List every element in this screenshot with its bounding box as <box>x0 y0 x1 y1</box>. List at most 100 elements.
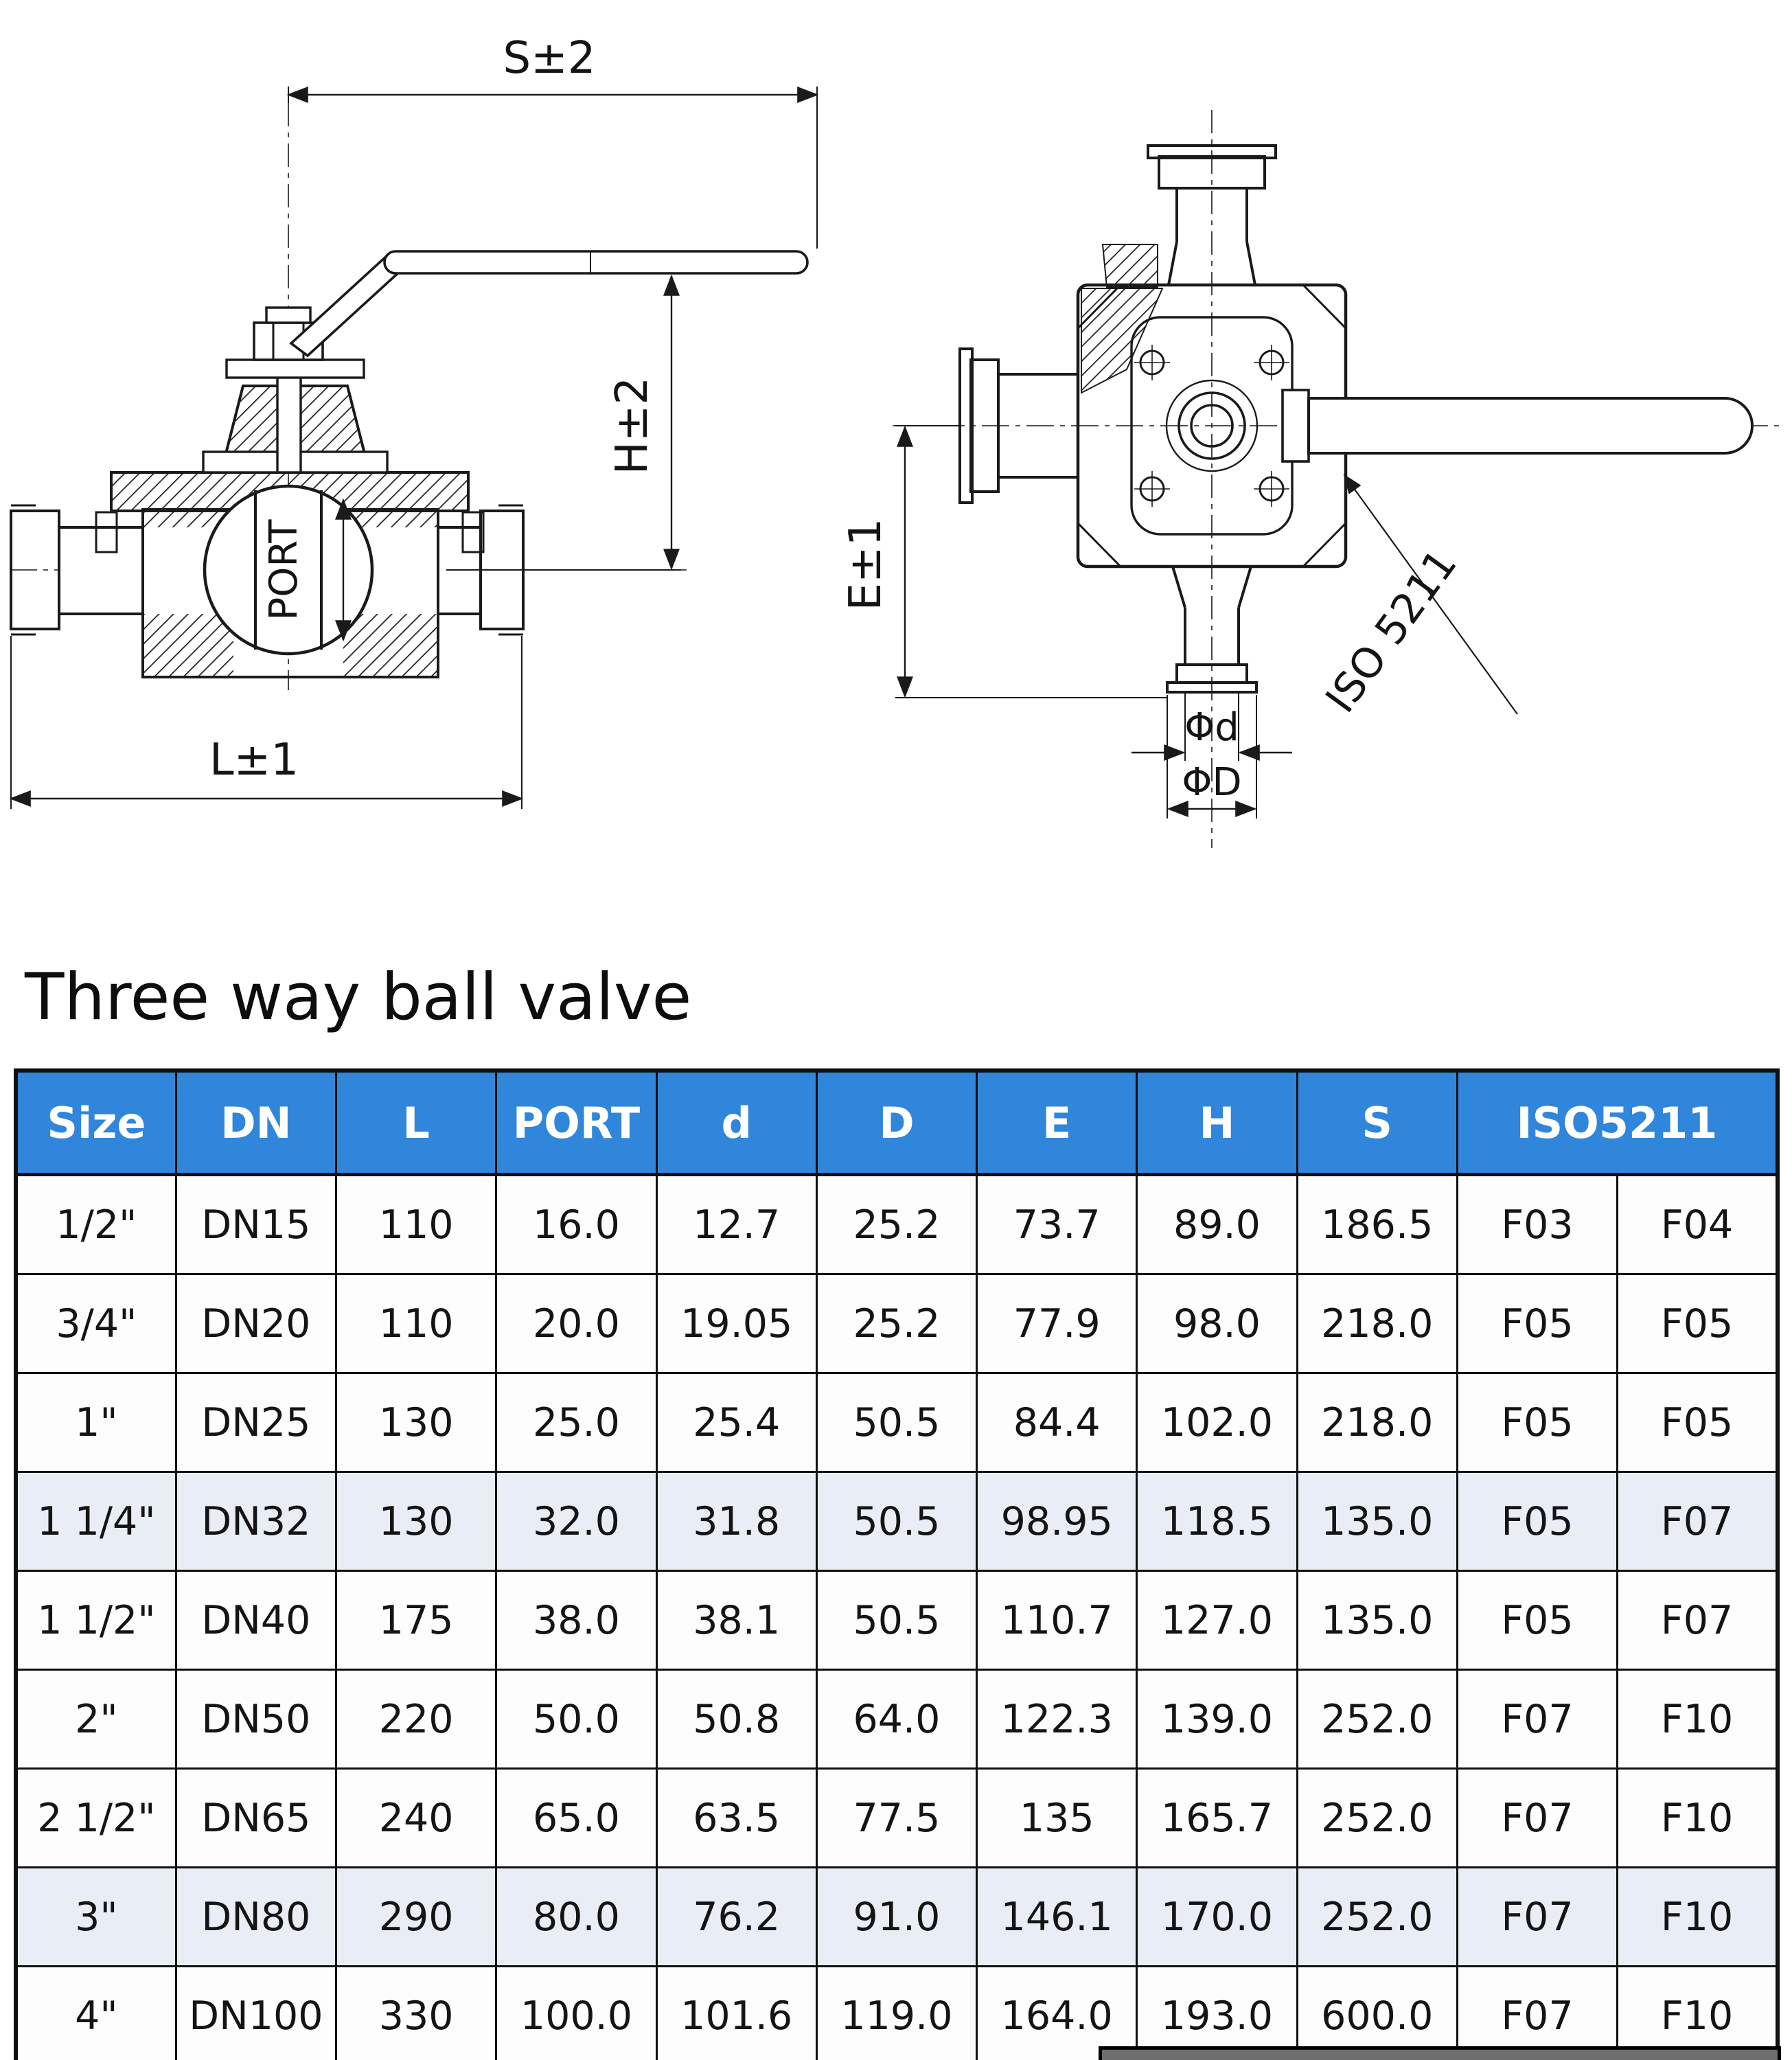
table-cell: DN100 <box>174 1965 338 2060</box>
table-cell: DN32 <box>174 1471 338 1572</box>
table-cell: 165.7 <box>1136 1767 1298 1868</box>
table-cell: 64.0 <box>815 1669 978 1770</box>
table-cell: F07 <box>1616 1570 1779 1671</box>
table-cell: 77.5 <box>815 1767 978 1868</box>
cropped-bottom-element <box>1099 2046 1781 2060</box>
side-section-view: PORT S±2 H±2 L <box>9 33 819 809</box>
table-cell: 218.0 <box>1296 1273 1458 1374</box>
table-cell: 252.0 <box>1296 1767 1458 1868</box>
table-cell: 110.7 <box>976 1570 1138 1671</box>
table-cell: 127.0 <box>1136 1570 1298 1671</box>
table-cell: F04 <box>1616 1174 1779 1275</box>
table-cell: 252.0 <box>1296 1866 1458 1967</box>
table-cell: 73.7 <box>976 1174 1138 1275</box>
table-cell: 25.2 <box>815 1174 978 1275</box>
s-dimension-label: S±2 <box>503 33 596 84</box>
table-cell: 122.3 <box>976 1669 1138 1770</box>
table-header-cell: D <box>815 1069 978 1176</box>
table-cell: 240 <box>335 1767 498 1868</box>
table-cell: 186.5 <box>1296 1174 1458 1275</box>
table-header-cell: Size <box>14 1069 177 1176</box>
table-cell: 50.5 <box>815 1372 978 1473</box>
table-cell: 110 <box>335 1273 498 1374</box>
table-cell: F05 <box>1616 1273 1779 1374</box>
table-cell: 110 <box>335 1174 498 1275</box>
table-cell: 16.0 <box>495 1174 658 1275</box>
table-cell: 50.5 <box>815 1570 978 1671</box>
table-cell: F07 <box>1456 1866 1619 1967</box>
table-cell: 290 <box>335 1866 498 1967</box>
table-cell: DN20 <box>174 1273 338 1374</box>
table-cell: 135.0 <box>1296 1471 1458 1572</box>
table-cell: 25.4 <box>655 1372 818 1473</box>
table-cell: 65.0 <box>495 1767 658 1868</box>
table-cell: 175 <box>335 1570 498 1671</box>
table-cell: 101.6 <box>655 1965 818 2060</box>
l-dimension-label: L±1 <box>209 735 299 786</box>
valve-technical-drawing: PORT S±2 H±2 L <box>9 33 1782 848</box>
table-cell: 32.0 <box>495 1471 658 1572</box>
table-cell: 164.0 <box>976 1965 1138 2060</box>
table-header-cell: d <box>655 1069 818 1176</box>
table-cell: DN40 <box>174 1570 338 1671</box>
table-cell: F07 <box>1456 1965 1619 2060</box>
table-cell: 50.5 <box>815 1471 978 1572</box>
table-cell: 146.1 <box>976 1866 1138 1967</box>
table-cell: DN80 <box>174 1866 338 1967</box>
table-cell: 19.05 <box>655 1273 818 1374</box>
table-header-cell: DN <box>174 1069 338 1176</box>
table-cell: 1 1/2" <box>14 1570 177 1671</box>
table-cell: 218.0 <box>1296 1372 1458 1473</box>
table-cell: 98.95 <box>976 1471 1138 1572</box>
table-cell: 31.8 <box>655 1471 818 1572</box>
h-dimension-label: H±2 <box>607 377 658 474</box>
table-cell: 2 1/2" <box>14 1767 177 1868</box>
table-cell: 80.0 <box>495 1866 658 1967</box>
table-cell: 130 <box>335 1372 498 1473</box>
table-cell: 89.0 <box>1136 1174 1298 1275</box>
table-header-cell: H <box>1136 1069 1298 1176</box>
table-cell: 118.5 <box>1136 1471 1298 1572</box>
table-cell: 50.0 <box>495 1669 658 1770</box>
iso5211-callout: ISO 5211 <box>1317 540 1467 721</box>
table-cell: DN50 <box>174 1669 338 1770</box>
table-cell: 3/4" <box>14 1273 177 1374</box>
table-header-cell: S <box>1296 1069 1458 1176</box>
table-cell: F07 <box>1456 1669 1619 1770</box>
table-cell: F10 <box>1616 1767 1779 1868</box>
table-cell: 135 <box>976 1767 1138 1868</box>
table-cell: F05 <box>1456 1372 1619 1473</box>
table-cell: 12.7 <box>655 1174 818 1275</box>
table-cell: F07 <box>1616 1471 1779 1572</box>
table-cell: 76.2 <box>655 1866 818 1967</box>
table-cell: 38.0 <box>495 1570 658 1671</box>
table-cell: 130 <box>335 1471 498 1572</box>
table-header-cell: ISO5211 <box>1456 1069 1779 1176</box>
e-dimension-label: E±1 <box>840 518 891 611</box>
table-cell: 1 1/4" <box>14 1471 177 1572</box>
table-cell: 1" <box>14 1372 177 1473</box>
table-cell: 25.2 <box>815 1273 978 1374</box>
table-cell: F07 <box>1456 1767 1619 1868</box>
table-cell: F05 <box>1456 1273 1619 1374</box>
table-cell: F03 <box>1456 1174 1619 1275</box>
table-cell: 38.1 <box>655 1570 818 1671</box>
table-header-cell: E <box>976 1069 1138 1176</box>
table-cell: F10 <box>1616 1669 1779 1770</box>
table-header-cell: PORT <box>495 1069 658 1176</box>
table-cell: F05 <box>1616 1372 1779 1473</box>
table-cell: DN25 <box>174 1372 338 1473</box>
phi-d-small-label: Φd <box>1184 705 1239 750</box>
table-cell: 2" <box>14 1669 177 1770</box>
table-cell: 252.0 <box>1296 1669 1458 1770</box>
